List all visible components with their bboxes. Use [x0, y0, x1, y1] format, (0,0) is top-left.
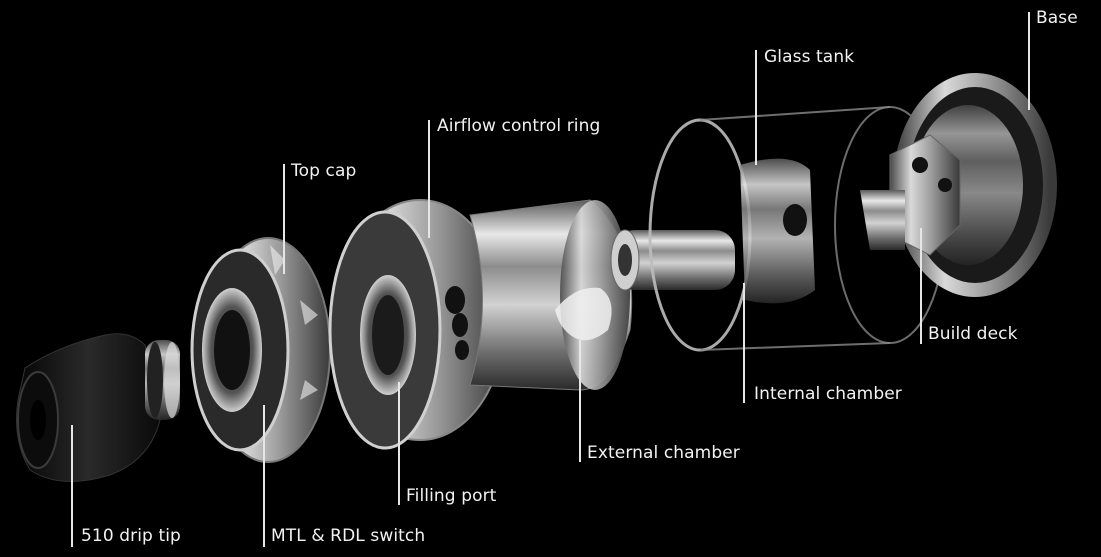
label-build-deck: Build deck [928, 324, 1018, 344]
leader-line-internal-chamber [743, 283, 745, 403]
chimney-tube [610, 229, 735, 291]
leader-line-external-chamber [579, 340, 581, 462]
label-filling-port: Filling port [406, 486, 497, 506]
leader-line-filling-port [398, 382, 400, 505]
external-chamber [469, 199, 633, 391]
leader-line-drip-tip [71, 425, 73, 547]
top-cap [190, 237, 331, 463]
label-glass-tank: Glass tank [764, 47, 855, 67]
leader-line-build-deck [920, 228, 922, 344]
label-base: Base [1036, 8, 1078, 28]
airflow-ring [328, 199, 506, 450]
label-internal-chamber: Internal chamber [754, 384, 902, 404]
label-external-chamber: External chamber [587, 443, 740, 463]
label-airflow-ring: Airflow control ring [437, 116, 601, 136]
label-top-cap: Top cap [291, 161, 357, 181]
leader-line-switch [263, 405, 265, 547]
leader-line-glass-tank [755, 50, 757, 165]
label-drip-tip: 510 drip tip [81, 526, 181, 546]
base-and-build-deck [860, 73, 1057, 297]
drip-tip [16, 333, 180, 482]
leader-line-top-cap [283, 164, 285, 274]
leader-line-base [1028, 12, 1030, 110]
label-switch: MTL & RDL switch [271, 526, 426, 546]
leader-line-airflow-ring [428, 120, 430, 238]
